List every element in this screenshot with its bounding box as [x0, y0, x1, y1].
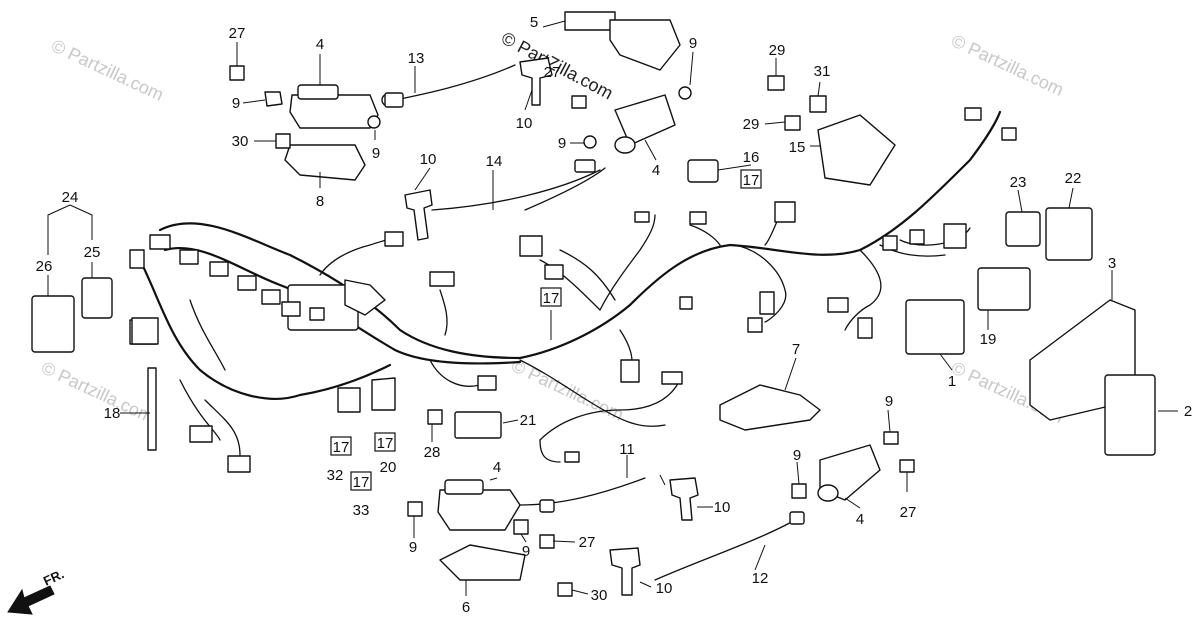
- label-9-top-center: 9: [558, 135, 566, 152]
- label-26: 26: [36, 258, 53, 275]
- label-9-bottom-left: 9: [409, 539, 417, 556]
- label-9-bottom-center: 9: [793, 447, 801, 464]
- label-30-bottom: 30: [591, 587, 608, 604]
- ignition-coil-bottom-left: [437, 477, 646, 531]
- watermark-top-right: © Partzilla.com: [948, 30, 1066, 99]
- label-25: 25: [84, 244, 101, 261]
- label-9-top-left: 9: [232, 95, 240, 112]
- box-17-center: [540, 287, 562, 307]
- label-21: 21: [520, 412, 537, 429]
- label-15: 15: [789, 139, 806, 156]
- label-28: 28: [424, 444, 441, 461]
- label-12: 12: [752, 570, 769, 587]
- box-17-left: [330, 436, 352, 456]
- label-9-top-right: 9: [689, 35, 697, 52]
- leader-lines: [47, 20, 1178, 596]
- label-18: 18: [104, 405, 121, 422]
- label-8: 8: [316, 193, 324, 210]
- label-4-top-left: 4: [316, 36, 324, 53]
- label-17-left: 17: [333, 439, 350, 456]
- label-24: 24: [62, 189, 79, 206]
- box-17-top: [740, 169, 762, 189]
- ignition-coil-top-left: [289, 64, 516, 129]
- electrical-units: [31, 114, 1156, 456]
- label-11: 11: [619, 441, 635, 458]
- small-hardware: [131, 11, 915, 597]
- front-direction-indicator: FR.: [7, 566, 66, 615]
- label-9-top-left-b: 9: [372, 145, 380, 162]
- front-arrow-icon: [7, 585, 55, 615]
- label-4-top-right: 4: [652, 162, 660, 179]
- front-label: FR.: [41, 566, 66, 588]
- label-22: 22: [1065, 170, 1082, 187]
- label-9-bottom-left-b: 9: [522, 543, 530, 560]
- watermarks: © Partzilla.com © Partzilla.com © Partzi…: [38, 28, 1066, 427]
- label-19: 19: [980, 331, 997, 348]
- watermark-top-left: © Partzilla.com: [48, 35, 166, 104]
- label-27-top-left: 27: [229, 25, 246, 42]
- label-2: 2: [1184, 403, 1192, 420]
- label-4-bottom-right: 4: [856, 511, 864, 528]
- ignition-coil-bottom-right: [654, 444, 881, 581]
- label-7: 7: [792, 341, 800, 358]
- label-4-bottom-left: 4: [493, 459, 501, 476]
- plug-caps: [404, 57, 699, 596]
- label-16: 16: [743, 149, 760, 166]
- label-14: 14: [486, 153, 503, 170]
- label-27-bottom: 27: [579, 534, 596, 551]
- watermark-mid-left: © Partzilla.com: [38, 357, 156, 426]
- label-6: 6: [462, 599, 470, 616]
- label-29-mid: 29: [743, 116, 760, 133]
- label-32: 32: [327, 467, 344, 484]
- label-1: 1: [948, 373, 956, 390]
- label-27-top-center: 27: [544, 64, 561, 81]
- label-17-top: 17: [743, 172, 760, 189]
- callout-labels: 4 27 9 30 9 8 13 10 5 27 9 10 14 9 4 29 …: [36, 14, 1193, 616]
- label-17-center: 17: [543, 290, 560, 307]
- label-30-top-left: 30: [232, 133, 249, 150]
- label-9-bottom-right: 9: [885, 393, 893, 410]
- box-17-lower: [350, 471, 372, 491]
- label-17-lower: 17: [353, 474, 370, 491]
- label-20: 20: [380, 459, 397, 476]
- label-23: 23: [1010, 174, 1027, 191]
- label-5: 5: [530, 14, 538, 31]
- ignition-coil-top-right: [524, 94, 676, 211]
- label-10-bottom: 10: [656, 580, 673, 597]
- label-10-bottom-right: 10: [714, 499, 731, 516]
- label-10-mid: 10: [420, 151, 437, 168]
- label-33: 33: [353, 502, 370, 519]
- label-13: 13: [408, 50, 425, 67]
- label-29-top: 29: [769, 42, 786, 59]
- label-3: 3: [1108, 255, 1116, 272]
- label-27-bottom-right: 27: [900, 504, 917, 521]
- label-31: 31: [814, 63, 831, 80]
- label-10-top: 10: [516, 115, 533, 132]
- label-17-right: 17: [377, 435, 394, 452]
- box-17-right: [374, 432, 396, 452]
